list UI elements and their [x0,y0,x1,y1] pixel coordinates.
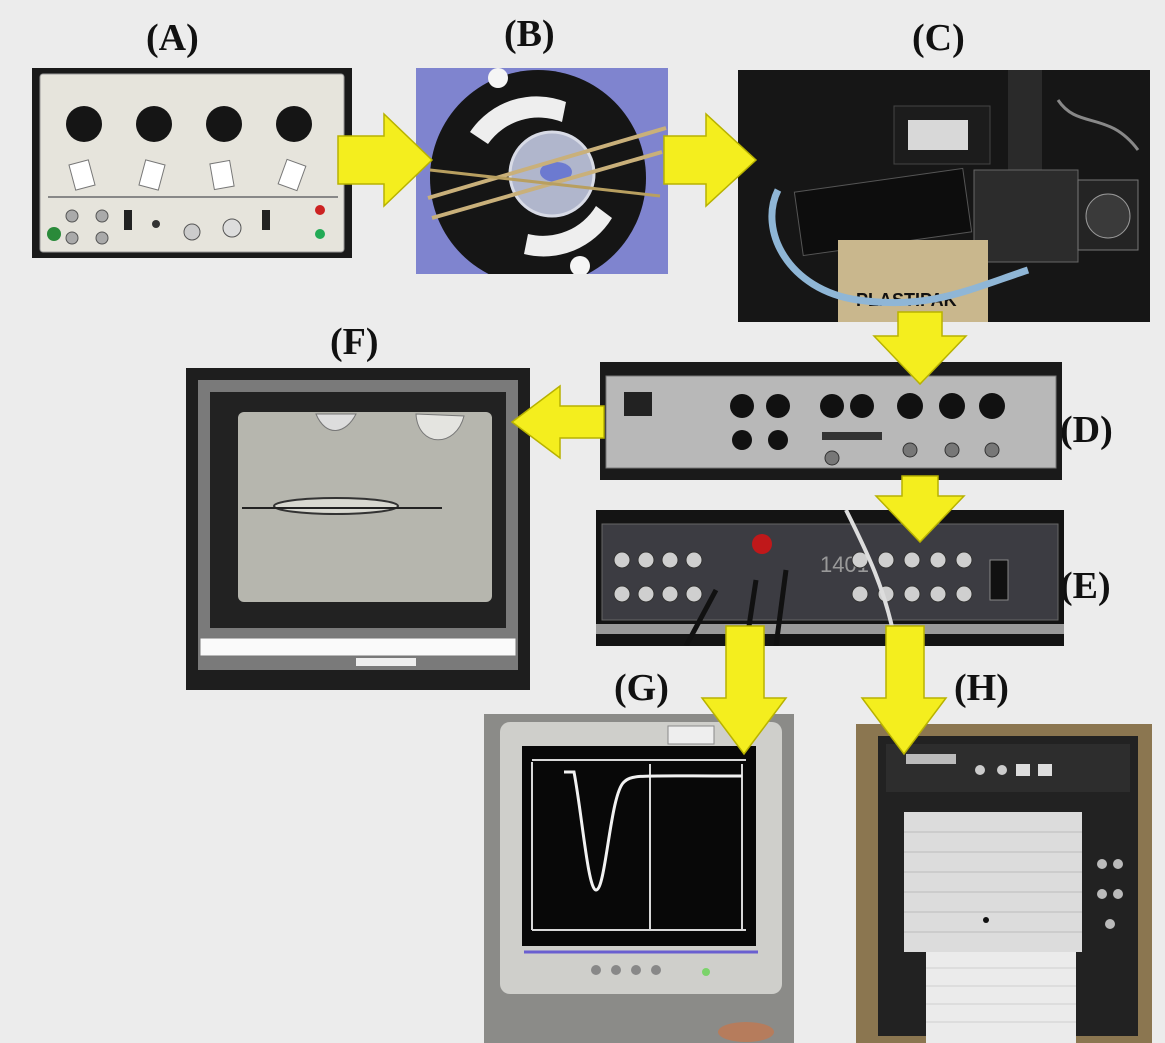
computer-monitor-photo [484,714,794,1043]
label-g: (G) [614,666,669,710]
label-c: (C) [912,16,965,60]
label-e: (E) [1060,564,1111,608]
label-d: (D) [1060,408,1113,452]
label-f: (F) [330,320,379,364]
microscope-photo: PLASTIPAK [738,70,1150,322]
chamber-photo [416,68,668,274]
label-a: (A) [146,16,199,60]
label-b: (B) [504,12,555,56]
chart-recorder-photo [856,724,1152,1043]
digitizer-photo: 1401 [596,510,1064,646]
video-monitor-photo [186,368,530,690]
amplifier-photo [600,362,1062,480]
stimulator-photo [32,68,352,258]
label-h: (H) [954,666,1009,710]
